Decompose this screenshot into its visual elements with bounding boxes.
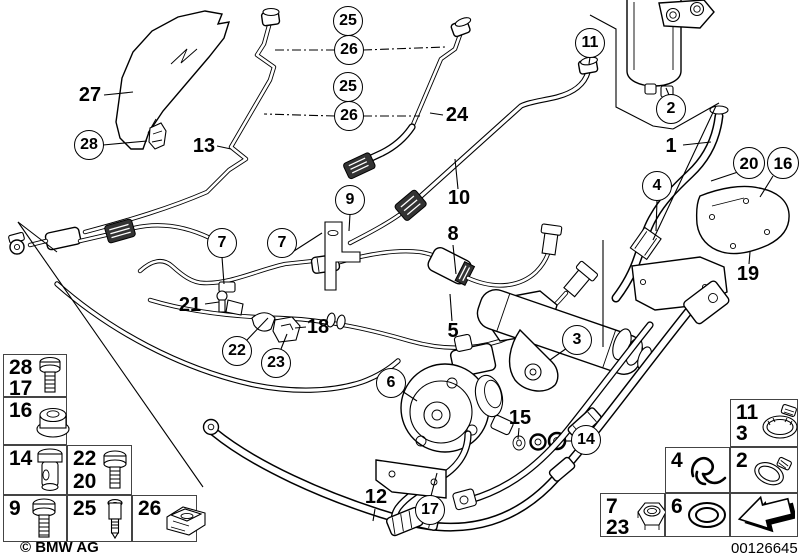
legend-number: 16 [9,399,33,422]
callout-3[interactable]: 3 [562,325,592,355]
bracket-19 [695,185,790,255]
callout-11[interactable]: 11 [575,28,605,58]
label-10: 10 [447,187,471,209]
label-18: 18 [306,316,330,338]
fluid-reservoir [626,0,715,98]
label-12: 12 [364,486,388,508]
legend-number: 23 [606,516,630,539]
label-5: 5 [447,320,459,342]
callout-16[interactable]: 16 [767,147,799,179]
banjo-bolt-icon [34,448,66,492]
pipe-wavy-left [137,249,445,286]
legend-number: 2 [736,449,748,472]
hose-clamp-icon [760,402,799,444]
pipe-24 [343,17,472,180]
legend-number: 3 [736,422,748,445]
hose-8 [427,223,563,288]
legend-cell-16[interactable]: 16 [3,397,70,445]
legend-number: 14 [9,447,33,470]
hex-bolt-icon [34,356,66,396]
legend-cell-6[interactable]: 6 [665,493,730,537]
clip-18-part [272,316,301,343]
hose-14 [452,321,654,511]
hex-bolt-icon [98,449,131,491]
label-1: 1 [665,135,677,157]
hex-bolt-icon [23,497,66,540]
legend-cell-9[interactable]: 9 [3,495,67,542]
legend-number: 7 [606,495,618,518]
legend-number: 4 [671,449,683,472]
label-8: 8 [447,223,459,245]
legend-cell-arrow[interactable] [730,493,798,537]
legend-number: 17 [9,377,33,400]
spring-clip-icon [685,450,729,490]
pipe-13 [8,7,281,255]
cage-clip-icon [163,499,209,539]
legend-number: 6 [671,495,683,518]
legend-number: 26 [138,497,162,520]
legend-cell-4[interactable]: 4 [665,447,730,493]
legend-number: 28 [9,356,33,379]
o-ring-icon [685,498,729,532]
callout-23[interactable]: 23 [261,348,291,378]
callout-26-b[interactable]: 26 [334,101,364,131]
legend-cell-2[interactable]: 2 [730,447,798,493]
callout-2[interactable]: 2 [656,94,686,124]
bracket-9-plate [218,221,361,293]
direction-arrow-icon [731,495,797,535]
shoulder-screw-icon [98,498,131,540]
legend-number: 22 [73,447,97,470]
callout-17[interactable]: 17 [415,495,445,525]
legend-cell-26[interactable]: 26 [132,495,206,542]
section-lines [17,14,720,488]
callout-7-a[interactable]: 7 [207,228,237,258]
callout-25-b[interactable]: 25 [333,72,363,102]
callout-14[interactable]: 14 [571,425,601,455]
clamp-28-part [148,122,167,150]
hose-12-upper-sweep [54,281,401,393]
bolt-21-part [216,290,244,316]
callout-6[interactable]: 6 [376,368,406,398]
copyright-text: © BMW AG [20,539,99,556]
coupler-left [77,218,213,244]
leader-lines [102,46,774,522]
legend-cell-14[interactable]: 14 [3,445,67,495]
callout-26-a[interactable]: 26 [334,35,364,65]
hose-11-pipe-10 [347,56,599,246]
callout-9[interactable]: 9 [335,185,365,215]
label-15: 15 [508,407,532,429]
label-19: 19 [736,263,760,285]
callout-7-b[interactable]: 7 [267,228,297,258]
legend-cell-25[interactable]: 25 [67,495,132,542]
legend-number: 9 [9,497,21,520]
legend-number: 25 [73,497,97,520]
callout-25-a[interactable]: 25 [333,6,363,36]
label-24: 24 [445,104,469,126]
label-27: 27 [78,84,102,106]
label-13: 13 [192,135,216,157]
callout-28[interactable]: 28 [74,130,104,160]
callout-4[interactable]: 4 [642,171,672,201]
hose-clamp-icon [750,449,797,491]
label-21: 21 [178,294,202,316]
steering-gear [476,289,653,392]
callout-22[interactable]: 22 [222,336,252,366]
heat-shield-27 [115,10,231,150]
document-number: 00126645 [731,540,798,557]
legend-number: 20 [73,470,97,493]
bracket-17-part [375,459,447,499]
legend-number: 11 [736,401,759,424]
power-steering-pump [400,333,514,453]
flange-nut-icon [34,403,72,439]
callout-20[interactable]: 20 [733,147,765,179]
